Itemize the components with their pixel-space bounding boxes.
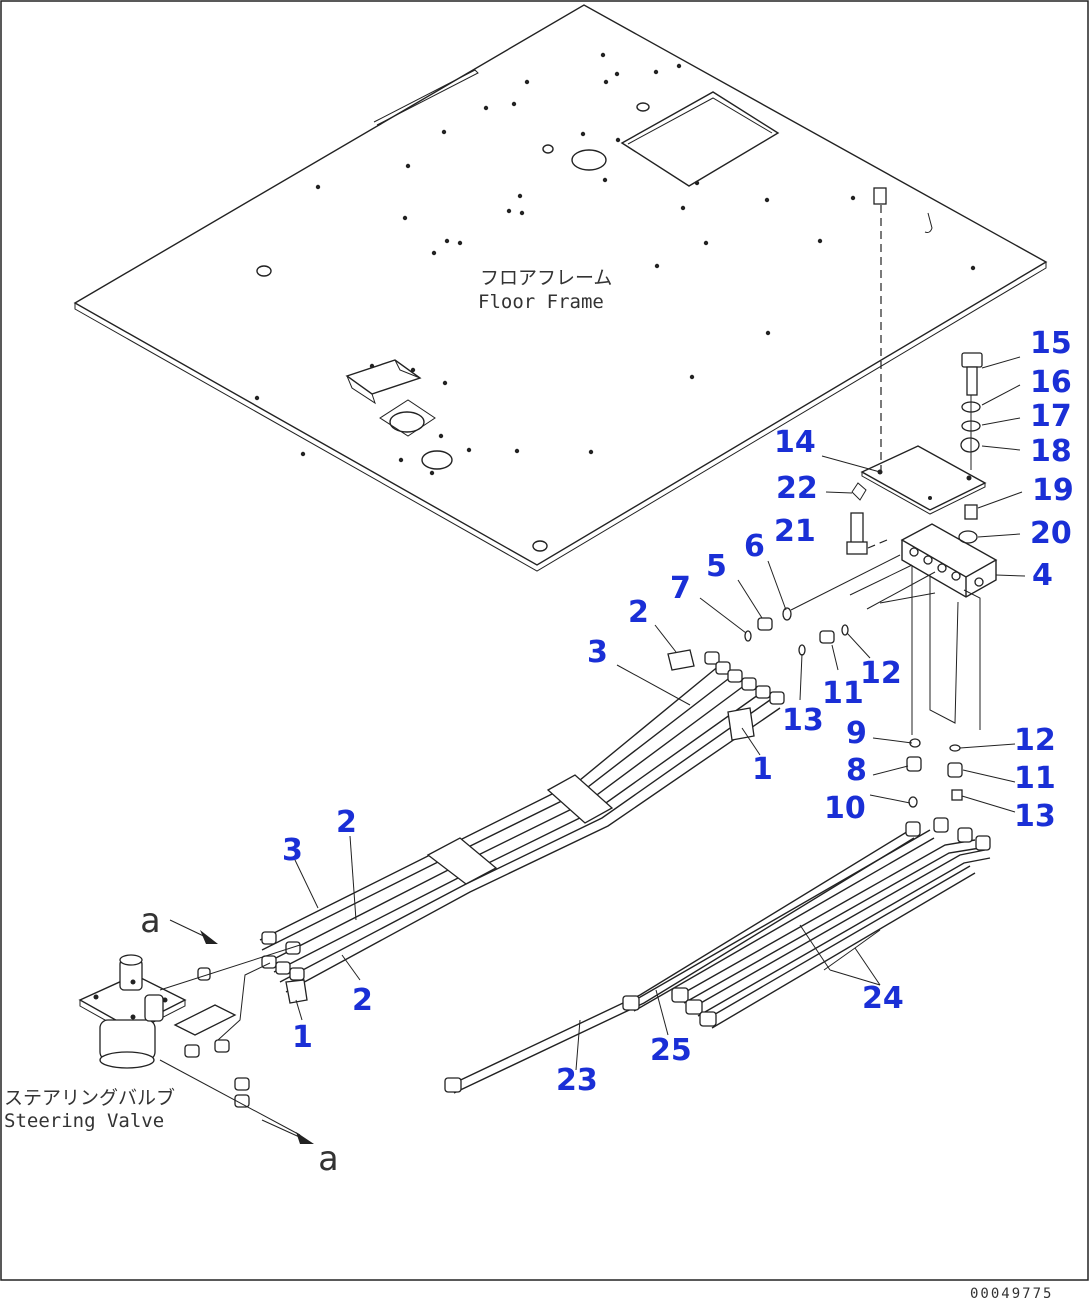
callout-2-bottom: 2: [352, 983, 373, 1018]
callout-22: 22: [776, 471, 818, 506]
view-reference-arrows: a a: [140, 901, 338, 1179]
callout-4: 4: [1032, 558, 1053, 593]
callout-1-bottom: 1: [292, 1020, 313, 1055]
callout-15: 15: [1030, 326, 1072, 361]
floor-frame: フロアフレーム Floor Frame: [73, 4, 1048, 572]
callout-3-left: 3: [282, 833, 303, 868]
callout-23: 23: [556, 1063, 598, 1098]
callout-12-bottom: 12: [1014, 723, 1056, 758]
callout-6: 6: [744, 529, 765, 564]
callout-2-mid: 2: [336, 805, 357, 840]
callout-8: 8: [846, 753, 867, 788]
callout-5: 5: [706, 549, 727, 584]
view-ref-bottom: a: [318, 1139, 338, 1179]
hose-bundle-upper: [259, 649, 785, 1004]
callout-13-top: 13: [782, 703, 824, 738]
drawing-code: 00049775: [970, 1286, 1053, 1302]
callout-18: 18: [1030, 434, 1072, 469]
view-ref-top: a: [140, 901, 160, 941]
mounting-holes: [254, 52, 976, 476]
callout-20: 20: [1030, 516, 1072, 551]
callout-14: 14: [774, 425, 816, 460]
callout-25: 25: [650, 1033, 692, 1068]
fittings-lower: [906, 738, 963, 808]
steering-valve-label-jp: ステアリングバルブ: [4, 1086, 175, 1109]
callout-12-top: 12: [860, 656, 902, 691]
callout-19: 19: [1032, 473, 1074, 508]
callout-16: 16: [1030, 365, 1072, 400]
hose-bundle-lower: [444, 817, 991, 1094]
fittings-upper: [744, 554, 901, 656]
steering-valve-label-en: Steering Valve: [4, 1110, 164, 1132]
callout-3-top: 3: [587, 635, 608, 670]
callout-9: 9: [846, 716, 867, 751]
callout-2-top: 2: [628, 595, 649, 630]
callout-11-top: 11: [822, 676, 864, 711]
callout-11-bottom: 11: [1014, 761, 1056, 796]
floor-frame-label-en: Floor Frame: [478, 291, 604, 313]
callout-10: 10: [824, 791, 866, 826]
callout-1-top: 1: [752, 752, 773, 787]
callout-13-bottom: 13: [1014, 799, 1056, 834]
callouts: 15 16 17 18 14 22 19 21 6 20 5 7 4 2 3 1…: [282, 326, 1074, 1098]
steering-valve: ステアリングバルブ Steering Valve: [4, 944, 301, 1136]
mounting-bracket-assembly: [846, 352, 998, 735]
floor-frame-label-jp: フロアフレーム: [480, 267, 612, 289]
callout-24: 24: [862, 981, 904, 1016]
callout-17: 17: [1030, 399, 1072, 434]
callout-7: 7: [670, 571, 691, 606]
alignment-line-2: [867, 539, 888, 549]
callout-21: 21: [774, 514, 816, 549]
leader-lines: [294, 356, 1026, 1071]
